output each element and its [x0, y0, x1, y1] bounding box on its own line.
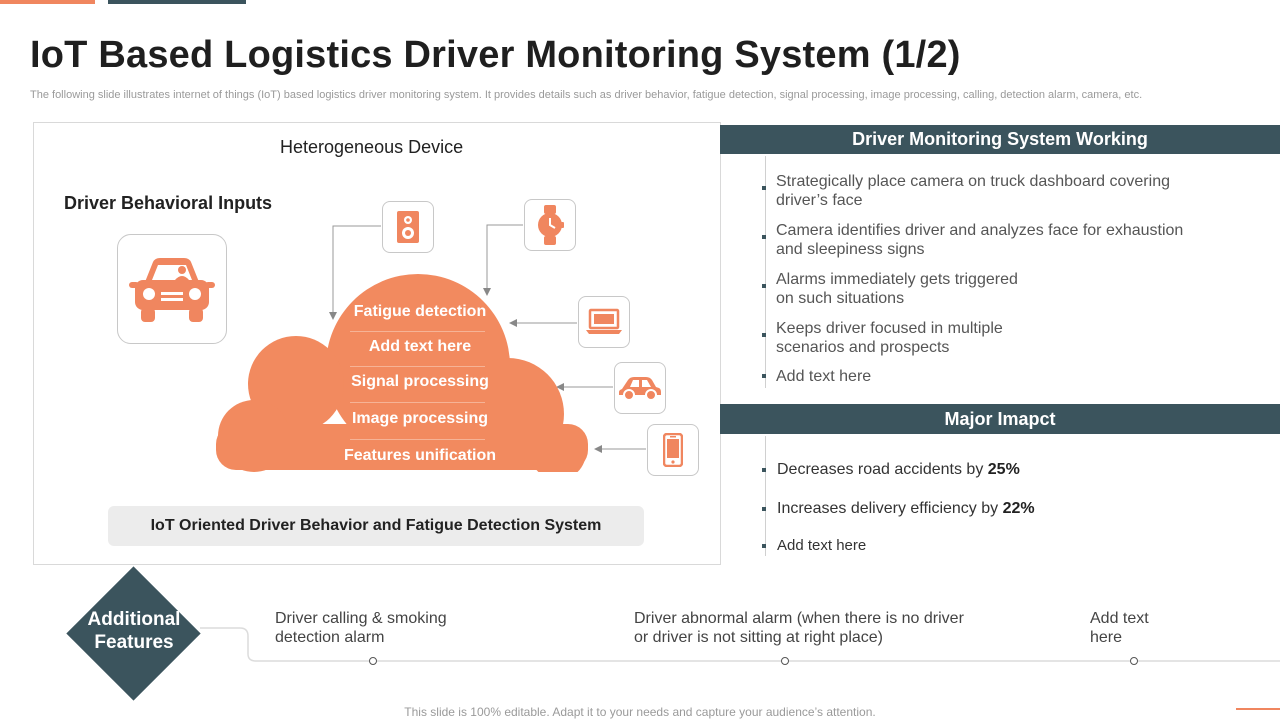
impact-divider [765, 436, 766, 556]
impact-item-3: Add text here [777, 537, 867, 554]
cloud-divider [350, 402, 485, 403]
working-heading: Driver Monitoring System Working [720, 125, 1280, 154]
feature-item-3: Add text here [1090, 610, 1149, 646]
feature-item-2: Driver abnormal alarm (when there is no … [634, 610, 964, 646]
working-item-5: Add text here [776, 368, 872, 385]
top-accent-bar-dark [108, 0, 246, 4]
cloud-shape [216, 274, 588, 472]
timeline-dot [1130, 657, 1138, 665]
cloud-item-1: Fatigue detection [353, 303, 487, 320]
top-accent-bar-orange [0, 0, 95, 4]
footer-note: This slide is 100% editable. Adapt it to… [404, 705, 876, 719]
bullet-icon [762, 468, 766, 472]
car-icon [614, 362, 666, 414]
impact-item-2: Increases delivery efficiency by 22% [777, 500, 1035, 517]
working-item-3: Alarms immediately gets triggered on suc… [776, 271, 1018, 307]
working-item-1: Strategically place camera on truck dash… [776, 173, 1170, 209]
cloud-item-5: Features unification [343, 447, 497, 464]
timeline-dot [781, 657, 789, 665]
cloud-divider [350, 366, 485, 367]
working-item-2: Camera identifies driver and analyzes fa… [776, 222, 1184, 258]
laptop-icon [578, 296, 630, 348]
page-subtitle: The following slide illustrates internet… [30, 89, 1143, 101]
feature-item-1: Driver calling & smoking detection alarm [275, 610, 447, 646]
features-label: Additional Features [87, 609, 181, 653]
cloud-item-4: Image processing [351, 410, 489, 427]
device-title: Heterogeneous Device [280, 137, 464, 157]
smartphone-icon [647, 424, 699, 476]
inputs-label: Driver Behavioral Inputs [64, 193, 273, 213]
timeline-dot [369, 657, 377, 665]
bullet-icon [762, 544, 766, 548]
bullet-icon [762, 284, 766, 288]
car-driver-icon [117, 234, 227, 344]
smartwatch-icon [524, 199, 576, 251]
bullet-icon [762, 507, 766, 511]
cloud-item-2: Add text here [368, 338, 472, 355]
cloud-divider [350, 439, 485, 440]
corner-accent-bar [1236, 708, 1280, 710]
impact-item-1: Decreases road accidents by 25% [777, 461, 1020, 478]
cloud-item-3: Signal processing [351, 373, 489, 390]
impact-heading: Major Imapct [720, 404, 1280, 434]
system-label: IoT Oriented Driver Behavior and Fatigue… [108, 506, 644, 546]
bullet-icon [762, 235, 766, 239]
working-divider [765, 156, 766, 388]
working-item-4: Keeps driver focused in multiple scenari… [776, 320, 1003, 356]
speaker-icon [382, 201, 434, 253]
bullet-icon [762, 186, 766, 190]
cloud-divider [350, 331, 485, 332]
page-title: IoT Based Logistics Driver Monitoring Sy… [30, 34, 961, 76]
bullet-icon [762, 333, 766, 337]
bullet-icon [762, 374, 766, 378]
